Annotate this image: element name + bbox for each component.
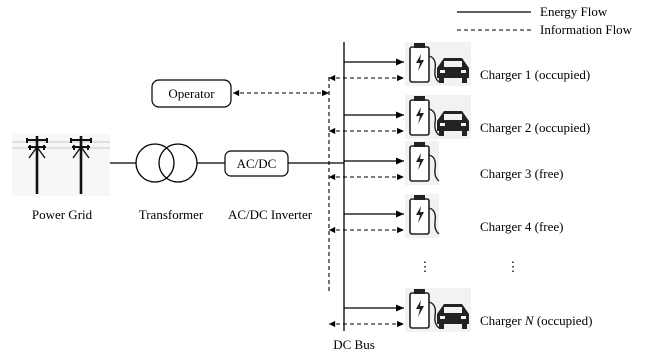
ellipsis-charger: ⋮: [419, 259, 432, 274]
charger-icon: [405, 42, 471, 86]
transformer-label: Transformer: [139, 207, 204, 222]
charger-label: Charger 1 (occupied): [480, 67, 590, 82]
charger-status: (occupied): [531, 67, 590, 82]
charger-name: Charger 4: [480, 219, 532, 234]
car-icon: [437, 58, 469, 83]
charger-label: Charger 4 (free): [480, 219, 564, 234]
charger-icon: [405, 288, 471, 332]
charger-row: Charger 3 (free): [329, 141, 564, 185]
dc-bus-label: DC Bus: [333, 337, 375, 352]
charger-row: Charger 1 (occupied): [329, 42, 590, 86]
chargers: Charger 1 (occupied)Charger 2 (occupied)…: [329, 42, 592, 332]
charger-index: N: [524, 313, 535, 328]
charger-status: (free): [531, 219, 563, 234]
charger-label: Charger 3 (free): [480, 166, 564, 181]
car-icon: [437, 304, 469, 329]
charger-row: Charger 4 (free): [329, 194, 564, 238]
transformer-symbol: [135, 143, 198, 183]
information-flow-legend-label: Information Flow: [540, 22, 633, 37]
charger-name: Charger: [480, 313, 525, 328]
charger-icon: [405, 194, 440, 238]
charger-status: (occupied): [531, 120, 590, 135]
charger-row: Charger N (occupied): [329, 288, 592, 332]
charger-row: Charger 2 (occupied): [329, 95, 590, 139]
charger-label: Charger 2 (occupied): [480, 120, 590, 135]
charger-status: (occupied): [534, 313, 593, 328]
charger-label: Charger N (occupied): [480, 313, 592, 328]
operator-box: [151, 79, 232, 108]
charger-icon: [405, 95, 471, 139]
power-grid-image: [12, 134, 110, 196]
charger-status: (free): [531, 166, 563, 181]
legend: Energy Flow Information Flow: [457, 4, 633, 37]
energy-flow-legend-label: Energy Flow: [540, 4, 608, 19]
car-icon: [437, 111, 469, 136]
acdc-inverter-label: AC/DC Inverter: [228, 207, 313, 222]
operator-label: Operator: [168, 86, 215, 101]
charger-name: Charger 2: [480, 120, 531, 135]
acdc-box-label: AC/DC: [237, 156, 277, 171]
charger-name: Charger 1: [480, 67, 531, 82]
power-grid-label: Power Grid: [32, 207, 93, 222]
charger-icon: [405, 141, 440, 185]
charger-name: Charger 3: [480, 166, 531, 181]
ellipsis-label: ⋮: [507, 259, 520, 274]
